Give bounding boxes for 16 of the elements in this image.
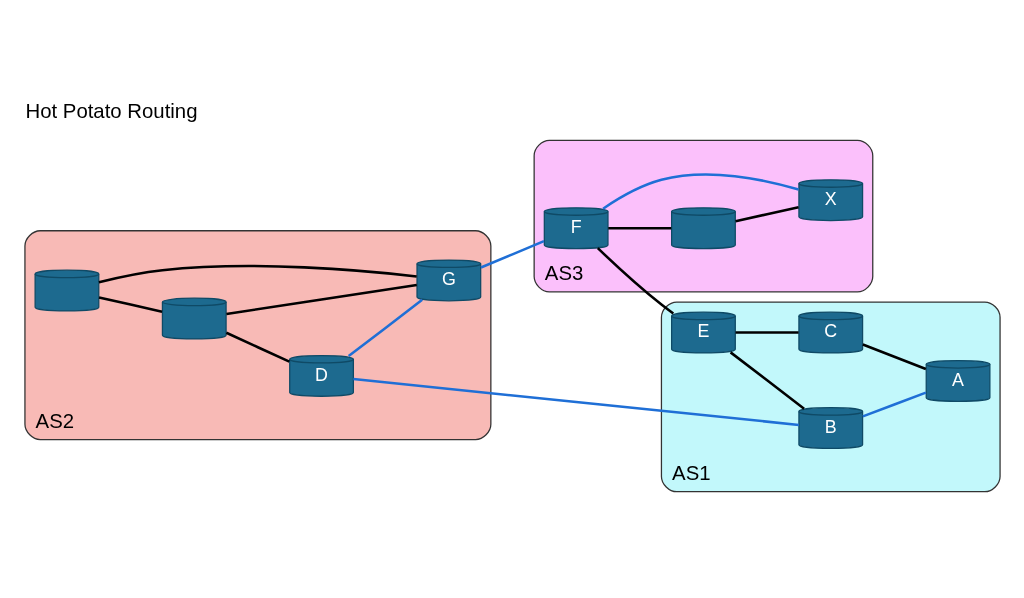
connector	[601, 172, 799, 210]
diagram-title: Hot Potato Routing	[24, 99, 198, 122]
connector	[735, 330, 799, 334]
connector	[729, 350, 805, 410]
connector	[352, 377, 799, 426]
connector	[861, 390, 926, 418]
connector	[479, 239, 544, 269]
connector	[861, 342, 926, 370]
connector	[734, 205, 799, 223]
connector	[596, 246, 674, 315]
connector	[225, 283, 417, 315]
connector	[225, 331, 290, 363]
connector	[607, 226, 671, 229]
connector	[98, 295, 162, 313]
connector	[347, 298, 423, 357]
connector	[98, 264, 417, 283]
